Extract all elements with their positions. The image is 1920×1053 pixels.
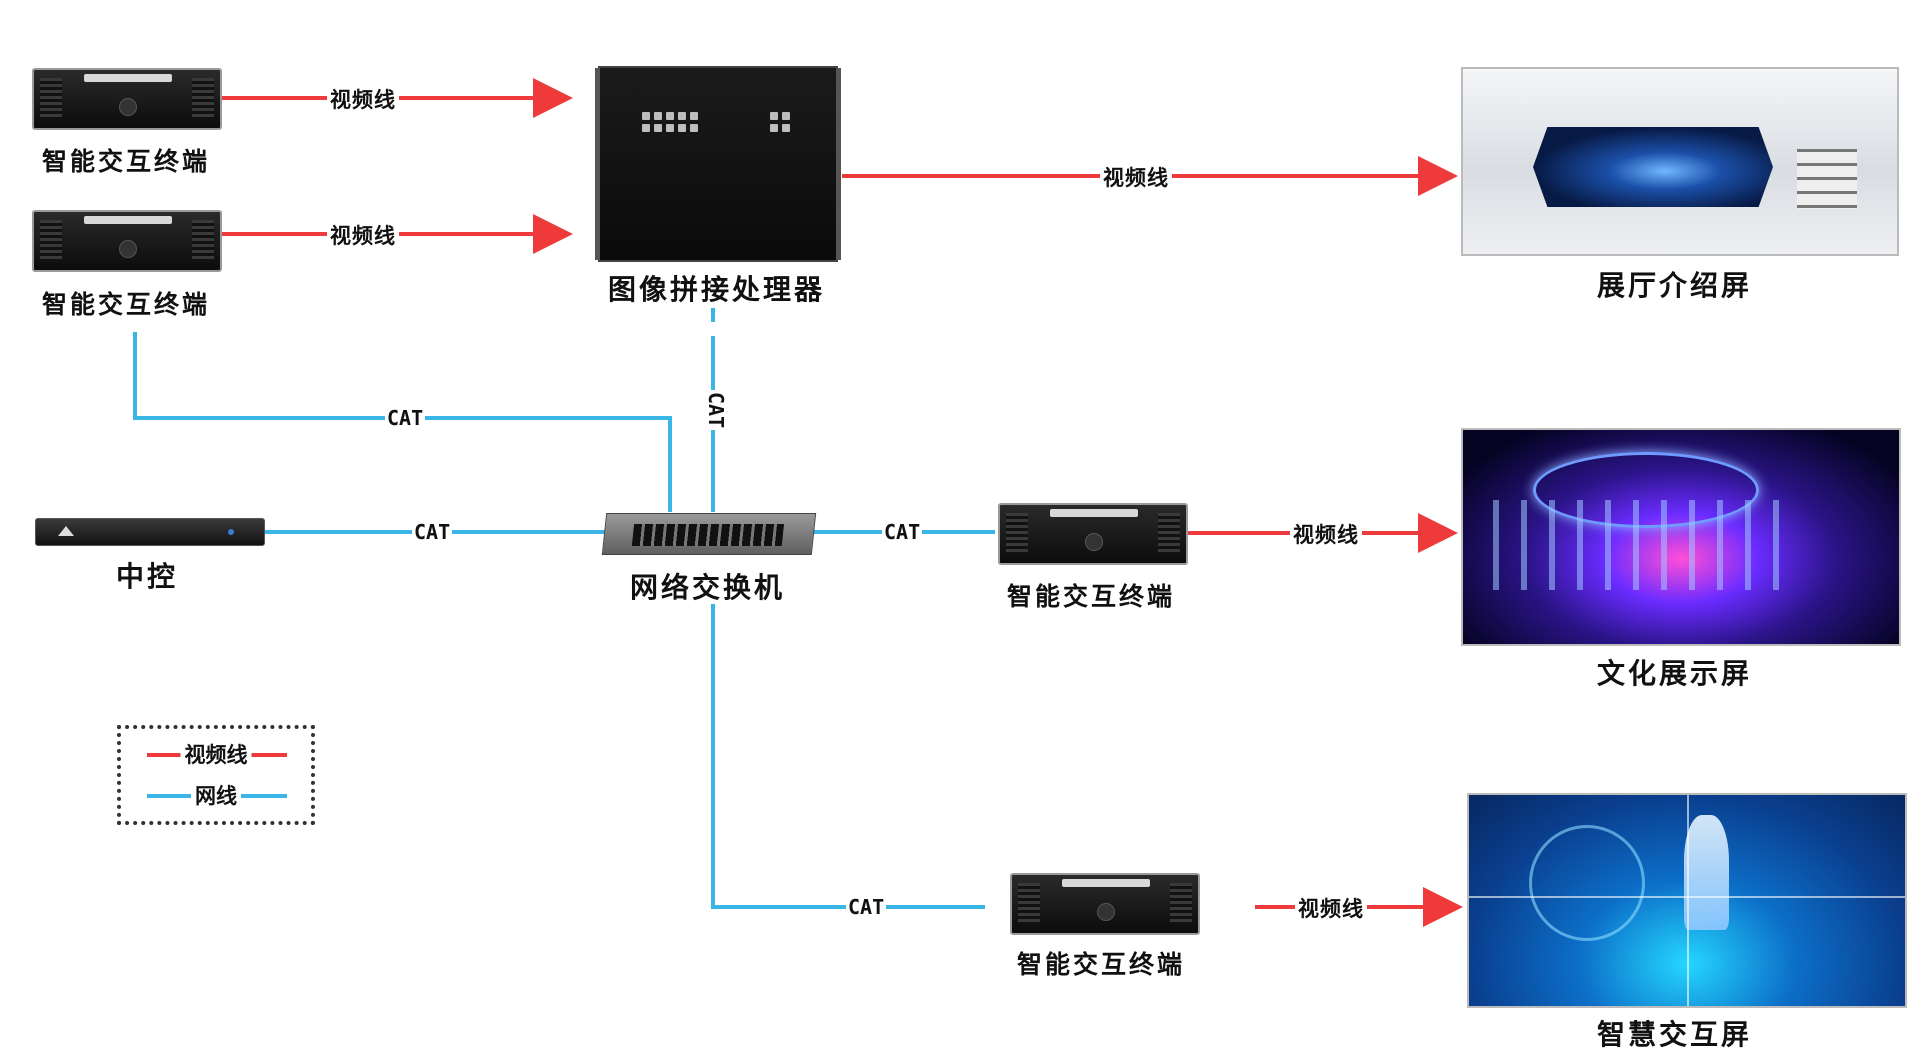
hall-intro-screen [1461, 67, 1899, 256]
network-line-switch-t4 [711, 604, 985, 909]
link-label-switch-t3: CAT [882, 520, 923, 544]
legend-video-line-label: 视频线 [180, 739, 252, 769]
link-label-t1-processor: 视频线 [327, 84, 399, 114]
terminal-2-device [32, 210, 222, 272]
link-label-t4-smart: 视频线 [1295, 893, 1367, 923]
hall-intro-screen-label: 展厅介绍屏 [1597, 269, 1753, 302]
culture-display-screen-label: 文化展示屏 [1597, 657, 1753, 690]
link-label-t2-switch: CAT [385, 406, 426, 430]
terminal-1-label: 智能交互终端 [42, 147, 211, 176]
terminal-1-device [32, 68, 222, 130]
smart-interactive-screen [1467, 793, 1907, 1008]
legend-network-line-label: 网线 [191, 780, 241, 810]
link-label-processor-hall: 视频线 [1100, 162, 1172, 192]
link-label-processor-switch: CAT [704, 390, 728, 431]
culture-display-screen [1461, 428, 1901, 646]
central-control-label: 中控 [116, 560, 179, 593]
link-label-switch-t4: CAT [846, 895, 887, 919]
link-label-control-switch: CAT [412, 520, 453, 544]
smart-interactive-screen-label: 智慧交互屏 [1597, 1018, 1753, 1051]
terminal-2-label: 智能交互终端 [42, 290, 211, 319]
processor-label: 图像拼接处理器 [608, 273, 826, 306]
network-switch-label: 网络交换机 [630, 571, 786, 604]
processor-device [595, 66, 841, 262]
network-switch-device [601, 513, 817, 555]
link-label-t3-culture: 视频线 [1290, 519, 1362, 549]
terminal-3-device [998, 503, 1188, 565]
link-label-t2-processor: 视频线 [327, 220, 399, 250]
central-control-device [35, 518, 265, 546]
legend-box: 视频线 网线 [117, 725, 315, 825]
terminal-4-label: 智能交互终端 [1017, 950, 1186, 979]
terminal-3-label: 智能交互终端 [1007, 582, 1176, 611]
terminal-4-device [1010, 873, 1200, 935]
